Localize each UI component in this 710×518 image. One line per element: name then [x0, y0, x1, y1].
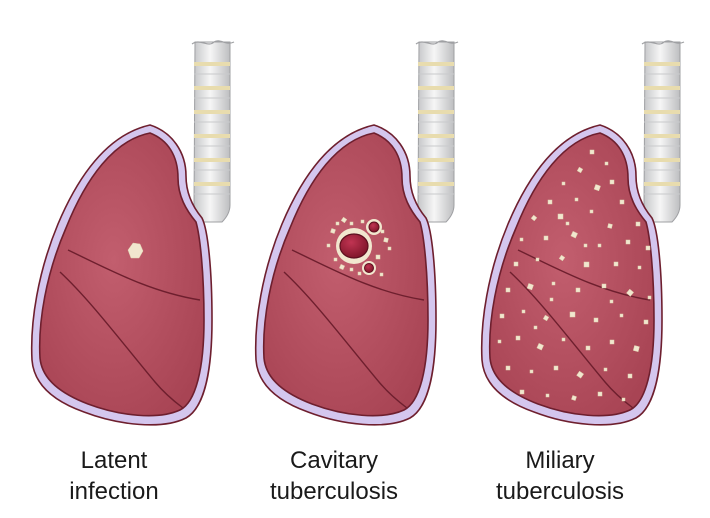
caption-cavitary-tuberculosis: Cavitary tuberculosis: [234, 445, 434, 507]
lung-miliary: [480, 40, 685, 426]
latent-lesion: [127, 242, 144, 259]
lung-cavitary: [254, 40, 459, 426]
small-cavity: [368, 221, 380, 233]
caption-latent-infection: Latent infection: [14, 445, 214, 507]
lung-latent: [30, 40, 235, 426]
miliary-nodules: [497, 149, 652, 402]
caption-miliary-tuberculosis: Miliary tuberculosis: [460, 445, 660, 507]
caption-line-1: Miliary: [525, 447, 595, 474]
caption-line-2: infection: [69, 478, 159, 505]
large-cavity: [339, 233, 369, 259]
caption-line-1: Latent: [80, 447, 148, 474]
caption-line-2: tuberculosis: [495, 478, 625, 505]
cavity-lesions: [326, 216, 392, 277]
caption-line-2: tuberculosis: [269, 478, 399, 505]
caption-line-1: Cavitary: [289, 447, 379, 474]
small-cavity: [364, 263, 374, 273]
